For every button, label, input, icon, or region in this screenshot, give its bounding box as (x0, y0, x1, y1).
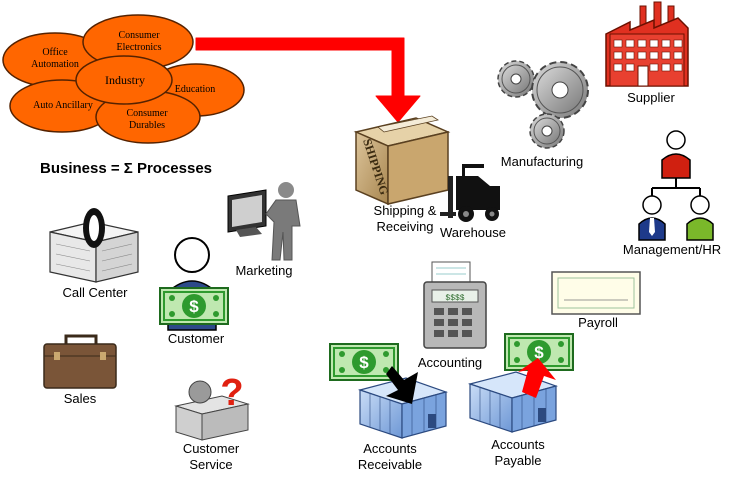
oval-education-label: Education (174, 84, 216, 95)
receivable-arrow-icon (386, 366, 418, 404)
accounting-machine-icon (423, 261, 487, 349)
industry-cluster (2, 14, 245, 144)
oval-industry (75, 55, 173, 105)
customer-money-icon (159, 287, 229, 325)
customer-service-label: Customer Service (182, 441, 240, 472)
payroll-label: Payroll (578, 315, 618, 330)
supplier-label: Supplier (627, 90, 675, 105)
marketing-icon (227, 182, 301, 261)
warehouse-label: Warehouse (440, 225, 506, 240)
accounts-receivable-label: Accounts Receivable (357, 441, 423, 472)
gears-icon (497, 60, 589, 149)
marketing-label: Marketing (235, 263, 293, 278)
call-center-label: Call Center (62, 285, 128, 300)
red-arrow-to-shipping (195, 37, 421, 123)
accounting-label: Accounting (417, 355, 483, 370)
oval-auto-ancillary-label: Auto Ancillary (33, 100, 93, 111)
oval-consumer-durables-label: Consumer Durables (126, 108, 168, 131)
sales-label: Sales (63, 391, 97, 406)
accounts-payable-label: Accounts Payable (491, 437, 545, 468)
org-chart-icon (638, 130, 714, 241)
payable-building-icon (467, 371, 559, 433)
management-hr-label: Management/HR (622, 242, 722, 257)
briefcase-icon (43, 334, 117, 389)
factory-icon (605, 1, 689, 87)
diagram-title: Business = Σ Processes (40, 160, 213, 177)
oval-industry-label: Industry (105, 73, 145, 87)
shipping-box-icon (353, 115, 451, 206)
payroll-cheque-icon (551, 271, 641, 315)
call-center-icon (49, 208, 139, 283)
customer-label: Customer (167, 331, 225, 346)
shipping-receiving-label: Shipping & Receiving (373, 203, 437, 234)
payable-arrow-icon (518, 358, 556, 398)
cheque-amount-text: $$$$ (445, 294, 464, 303)
oval-consumer-electronics-label: Consumer Electronics (116, 30, 162, 53)
forklift-icon (440, 164, 500, 222)
oval-office-automation-label: Office Automation (31, 47, 79, 70)
svg-text:?: ? (220, 372, 243, 414)
manufacturing-label: Manufacturing (500, 154, 584, 169)
customer-service-icon: ? (174, 372, 250, 441)
